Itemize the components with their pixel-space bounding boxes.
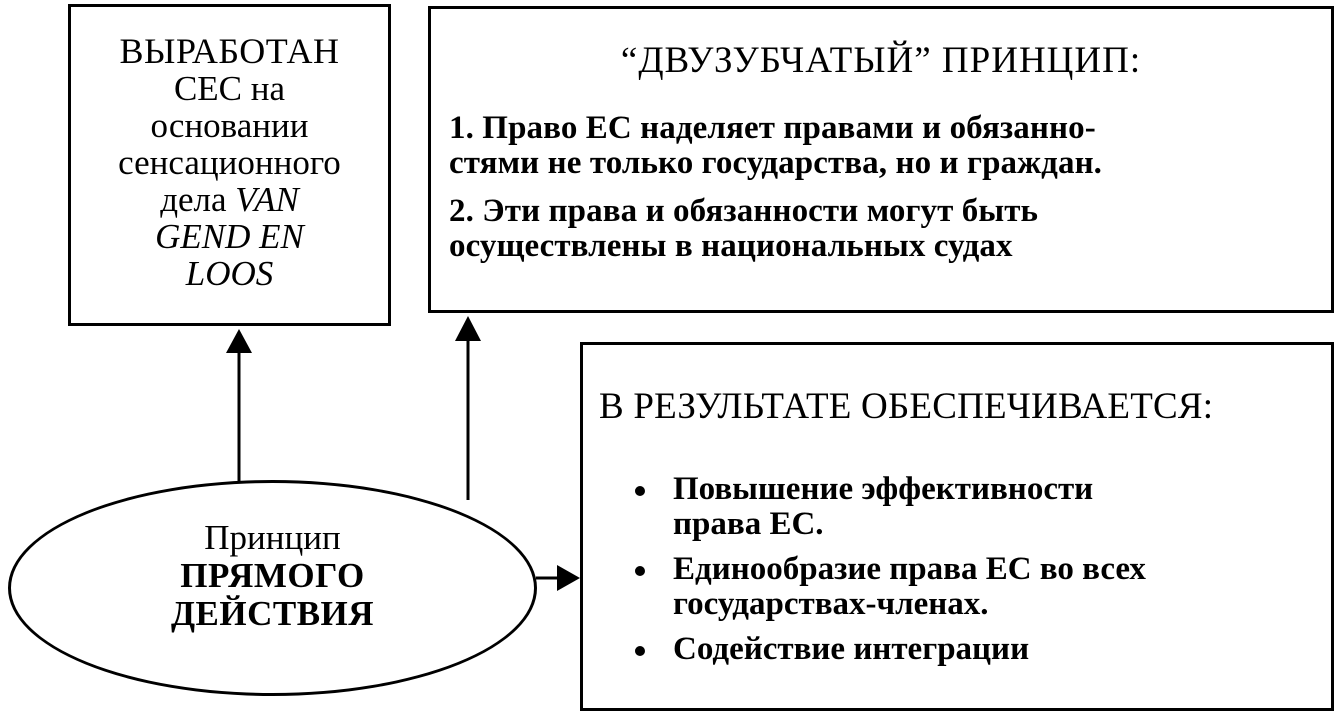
left-box-line5-plain: дела (160, 180, 236, 219)
top-box-point-2-line2: осуществлены в национальных судах (449, 228, 1013, 264)
center-line1: Принцип (204, 518, 341, 557)
result-item-line2: государствах-членах. (673, 586, 989, 622)
top-box-point-2-line1: 2. Эти права и обязанности могут быть (449, 193, 1039, 229)
result-item-integration: Содействие интеграции (599, 632, 1331, 667)
top-box-point-1: 1. Право ЕС наделяет правами и обязанно-… (449, 111, 1331, 181)
left-box-line7: LOOS (185, 254, 274, 293)
top-box-point-2: 2. Эти права и обязанности могут быть ос… (449, 194, 1331, 264)
left-box-line6: GEND EN (155, 217, 304, 256)
result-item-line1: Повышение эффективности (673, 471, 1094, 507)
center-line3: ДЕЙСТВИЯ (170, 594, 375, 633)
top-box-point-1-line1: 1. Право ЕС наделяет правами и обязанно- (449, 110, 1096, 146)
left-box-line1: ВЫРАБОТАН (119, 31, 340, 71)
bottom-box-results: В РЕЗУЛЬТАТЕ ОБЕСПЕЧИВАЕТСЯ: Повышение э… (580, 342, 1334, 711)
bullet-icon (635, 566, 645, 576)
result-item-line1: Содействие интеграции (673, 631, 1030, 667)
arrowhead-bottom-box (557, 565, 580, 591)
left-box-line2: СЕС на (173, 69, 286, 108)
arrowhead-left-box (226, 329, 252, 353)
center-line2: ПРЯМОГО (180, 556, 365, 595)
left-box-line5-italic: VAN (235, 180, 299, 219)
bullet-icon (635, 486, 645, 496)
result-item-line2: права ЕС. (673, 506, 824, 542)
center-ellipse-direct-effect: Принцип ПРЯМОГО ДЕЙСТВИЯ (8, 480, 537, 696)
top-box-two-pronged-principle: “ДВУЗУБЧАТЫЙ” ПРИНЦИП: 1. Право ЕС надел… (428, 6, 1334, 313)
left-box-line5: дела VAN (71, 181, 388, 218)
top-box-point-1-line2: стями не только государства, но и гражда… (449, 145, 1103, 181)
results-list: Повышение эффективности права ЕС. Единоо… (599, 472, 1331, 667)
bottom-box-title: В РЕЗУЛЬТАТЕ ОБЕСПЕЧИВАЕТСЯ: (599, 386, 1214, 427)
result-item-efficiency: Повышение эффективности права ЕС. (599, 472, 1331, 542)
left-box-line3: основании (150, 106, 309, 145)
result-item-uniformity: Единообразие права ЕС во всех государств… (599, 552, 1331, 622)
left-box-van-gend-en-loos: ВЫРАБОТАН СЕС на основании сенсационного… (68, 4, 391, 326)
top-box-title: “ДВУЗУБЧАТЫЙ” ПРИНЦИП: (620, 40, 1142, 81)
left-box-line4: сенсационного (118, 143, 341, 182)
arrowhead-top-box (455, 316, 481, 341)
bullet-icon (635, 646, 645, 656)
result-item-line1: Единообразие права ЕС во всех (673, 551, 1146, 587)
